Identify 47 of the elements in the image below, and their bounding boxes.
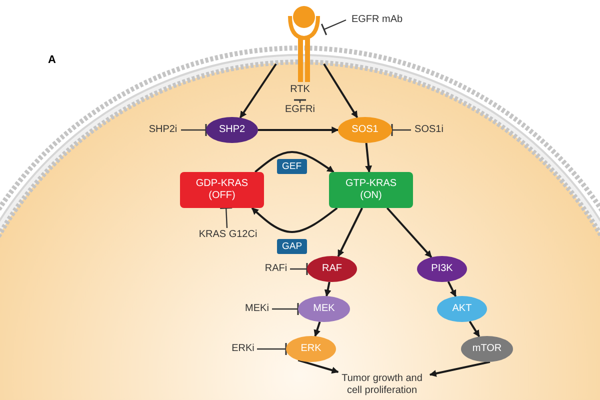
inhibitor-label: KRAS G12Ci xyxy=(198,229,258,241)
inhibition-line xyxy=(219,206,233,228)
node-label: SHP2 xyxy=(218,124,246,136)
kras-on-box xyxy=(329,172,413,208)
node-label: PI3K xyxy=(431,263,453,275)
arrow xyxy=(239,63,277,118)
node-label: RAF xyxy=(322,263,342,275)
edge-label: GAP xyxy=(277,238,308,254)
inhibitor-label: RAFi xyxy=(264,263,288,275)
arrow xyxy=(314,322,321,337)
arrow xyxy=(298,359,339,374)
inhibition-line xyxy=(293,99,307,103)
inhibition-line xyxy=(181,123,207,137)
edge-label: GEF xyxy=(277,158,307,174)
arrow xyxy=(447,281,457,298)
node-label: MEK xyxy=(313,303,335,315)
node-label: SOS1 xyxy=(352,124,378,136)
arrow xyxy=(251,207,338,233)
inhibitor-label: EGFRi xyxy=(285,104,315,116)
inhibitor-label: EGFR mAb xyxy=(351,14,403,26)
outcome-label: Tumor growth and cell proliferation xyxy=(340,373,424,397)
node-label: mTOR xyxy=(472,343,502,355)
arrow xyxy=(386,207,432,258)
arrow xyxy=(429,360,490,377)
inhibitor-label: ERKi xyxy=(232,343,254,355)
node-label: GDP-KRAS (OFF) xyxy=(194,178,250,202)
inhibitor-label: SOS1i xyxy=(414,124,444,136)
arrow xyxy=(337,208,364,258)
inhibition-line xyxy=(320,19,346,36)
arrow xyxy=(324,282,332,297)
arrow xyxy=(254,151,334,173)
inhibition-line xyxy=(290,262,308,276)
arrow xyxy=(258,126,339,134)
inhibitor-label: MEKi xyxy=(245,303,269,315)
arrow xyxy=(323,63,358,118)
node-label: GTP-KRAS (ON) xyxy=(344,178,398,202)
inhibition-line xyxy=(391,123,411,137)
node-caption: RTK xyxy=(289,84,311,96)
inhibition-line xyxy=(257,342,287,356)
arrow xyxy=(468,320,480,338)
panel-letter: A xyxy=(48,54,56,66)
node-label: ERK xyxy=(300,343,322,355)
inhibitor-label: SHP2i xyxy=(148,124,178,136)
node-label: AKT xyxy=(452,303,472,315)
arrow xyxy=(365,142,372,173)
inhibition-line xyxy=(272,302,299,316)
kras-off-box xyxy=(180,172,264,208)
